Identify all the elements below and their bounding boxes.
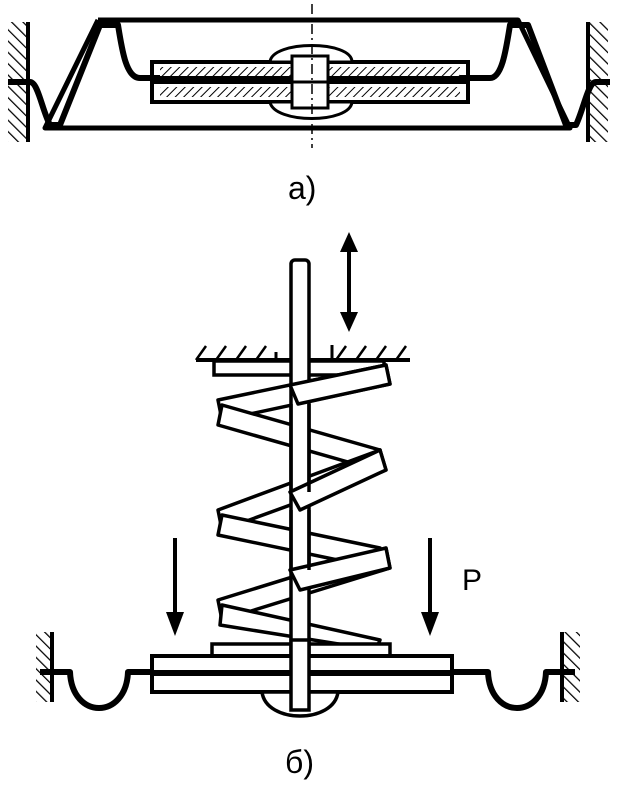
figure-b-spring-assembly xyxy=(36,232,580,718)
central-rod xyxy=(289,258,311,702)
rivet-a xyxy=(268,44,354,120)
force-arrow-left-icon xyxy=(166,538,184,636)
spring-front-coils xyxy=(288,363,392,592)
figure-a-label: а) xyxy=(288,170,317,206)
figure-a-diaphragm xyxy=(8,4,610,148)
right-wall-b xyxy=(560,632,580,702)
force-arrow-right-icon xyxy=(421,538,439,636)
figure-b-label: б) xyxy=(285,744,314,780)
double-arrow-icon xyxy=(340,232,358,332)
force-label: P xyxy=(462,564,483,597)
left-wall-b xyxy=(36,632,54,702)
